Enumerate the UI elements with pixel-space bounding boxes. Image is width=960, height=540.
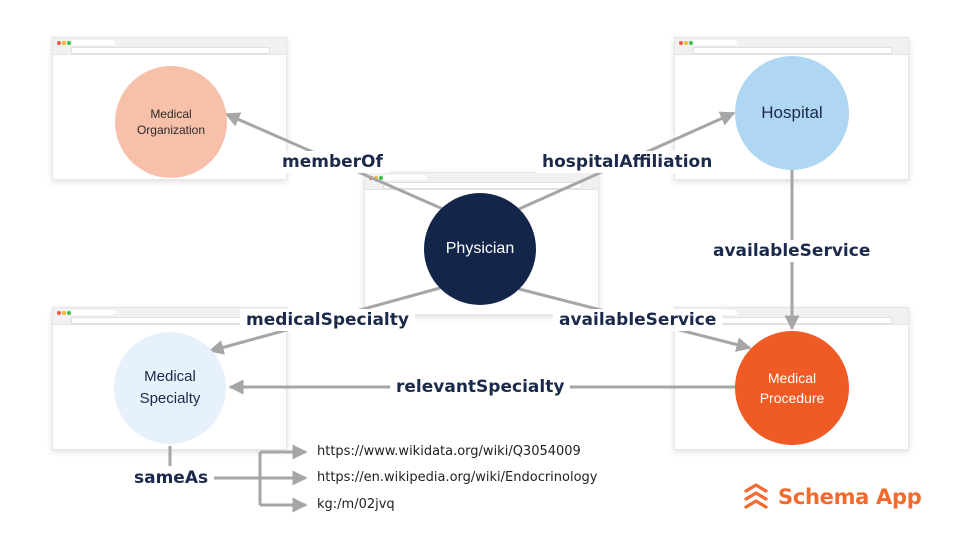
node-hospital: Hospital xyxy=(735,56,849,170)
node-medical-procedure: Medical Procedure xyxy=(735,331,849,445)
same-as-link-wikidata[interactable]: https://www.wikidata.org/wiki/Q3054009 xyxy=(317,444,581,459)
edge-label-member-of: memberOf xyxy=(276,151,389,173)
node-physician: Physician xyxy=(424,193,536,305)
node-medical-specialty-label: Medical Specialty xyxy=(139,368,201,407)
node-medical-organization-label: Medical Organization xyxy=(136,107,206,137)
edge-label-available-service-hospital: availableService xyxy=(707,240,877,262)
node-physician-label: Physician xyxy=(445,240,515,257)
edge-label-relevant-specialty: relevantSpecialty xyxy=(390,376,571,398)
edge-label-medical-specialty: medicalSpecialty xyxy=(240,309,415,331)
schema-app-logo-text: Schema App xyxy=(778,485,922,509)
node-medical-specialty: Medical Specialty xyxy=(114,332,226,444)
edge-label-same-as: sameAs xyxy=(128,467,215,489)
edge-label-available-service-physician: availableService xyxy=(553,309,723,331)
node-medical-procedure-label: Medical Procedure xyxy=(759,370,825,406)
same-as-link-wikipedia[interactable]: https://en.wikipedia.org/wiki/Endocrinol… xyxy=(317,470,598,485)
node-medical-organization: Medical Organization xyxy=(115,66,227,178)
same-as-link-knowledge-graph[interactable]: kg:/m/02jvq xyxy=(317,497,395,512)
edge-label-hospital-affiliation: hospitalAffiliation xyxy=(536,151,719,173)
schema-app-logo-icon xyxy=(744,483,768,509)
node-hospital-label: Hospital xyxy=(761,103,823,122)
schema-app-logo: Schema App xyxy=(742,482,922,512)
